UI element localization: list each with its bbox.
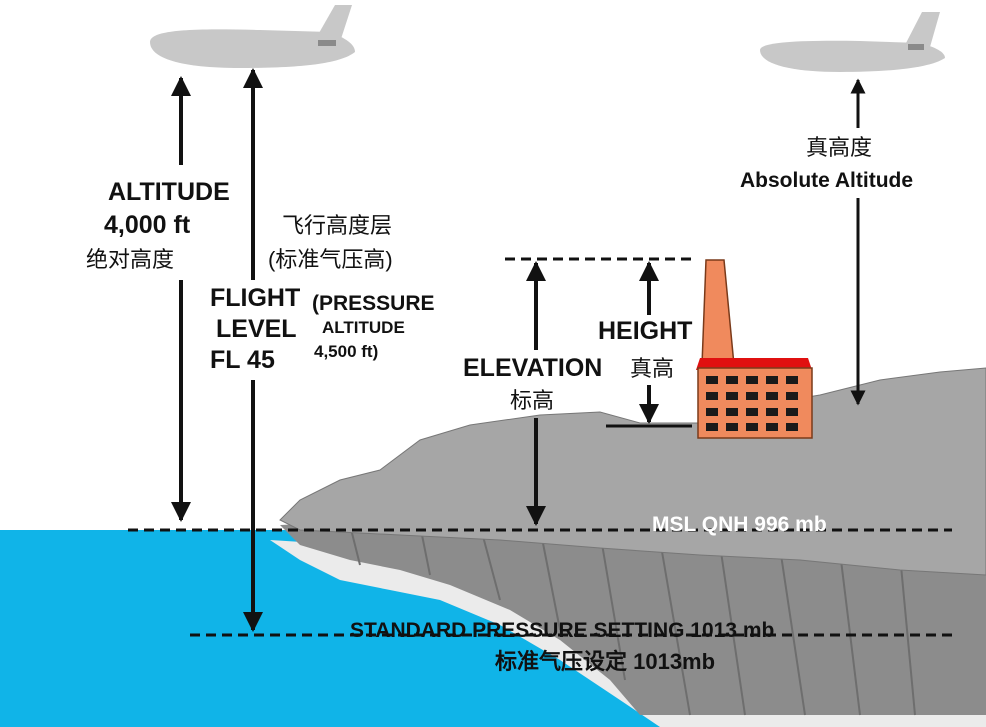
standard-pressure-zh-label: 标准气压设定 1013mb — [495, 649, 716, 674]
level-label: LEVEL — [216, 315, 297, 343]
cliff-face — [280, 520, 986, 715]
msl-qnh-label: MSL QNH 996 mb — [652, 513, 827, 536]
altitude-label: ALTITUDE — [108, 178, 230, 206]
pressure-altitude-label: ALTITUDE — [322, 318, 405, 337]
aircraft-right — [760, 12, 945, 72]
pressure-value-label: 4,500 ft) — [314, 342, 379, 361]
factory-windows — [706, 376, 798, 431]
elevation-label: ELEVATION — [463, 354, 603, 382]
altitude-zh-label: 绝对高度 — [86, 247, 175, 272]
flight-level-zh-sublabel: (标准气压高) — [268, 247, 393, 272]
standard-pressure-label: STANDARD PRESSURE SETTING 1013 mb — [350, 619, 775, 642]
pressure-label: (PRESSURE — [312, 292, 435, 315]
absolute-altitude-label: Absolute Altitude — [740, 169, 914, 192]
height-zh-label: 真高 — [630, 356, 675, 381]
height-label: HEIGHT — [598, 317, 693, 345]
flight-label: FLIGHT — [210, 284, 301, 312]
factory-chimney — [701, 259, 735, 366]
elevation-zh-label: 标高 — [510, 388, 555, 413]
absolute-altitude-zh-label: 真高度 — [806, 135, 873, 160]
aircraft-left — [150, 5, 355, 68]
fl-label: FL 45 — [210, 346, 275, 374]
altitude-value: 4,000 ft — [104, 211, 191, 239]
flight-level-zh-label: 飞行高度层 — [282, 213, 393, 238]
factory-roof — [696, 358, 812, 370]
